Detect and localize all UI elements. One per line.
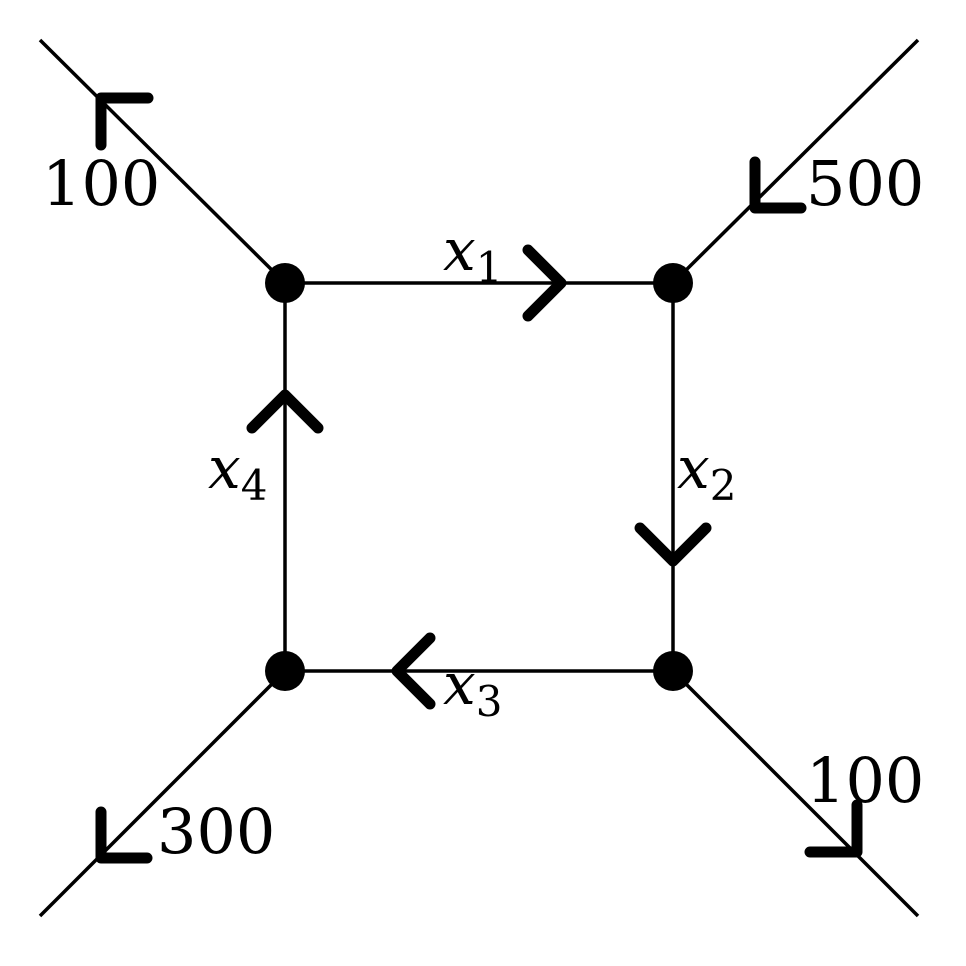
arrow-top-right-inward <box>749 156 807 214</box>
arrow-top-left-outward <box>95 92 154 151</box>
variable-label-x1: x1 <box>443 216 502 292</box>
edge-top-left-external <box>38 38 287 285</box>
arrow-bottom-right-outward <box>804 799 863 858</box>
variable-label-x3: x3 <box>443 650 502 726</box>
arrow-x3-left <box>391 632 436 710</box>
node-top-left <box>265 263 305 303</box>
arrow-x2-down <box>634 522 712 567</box>
edge-bottom-right-external <box>671 669 920 918</box>
node-bottom-right <box>653 651 693 691</box>
edge-top-right-external <box>671 38 920 285</box>
flow-label-bottom-right: 100 <box>806 744 924 817</box>
flow-label-bottom-left: 300 <box>157 795 275 868</box>
arrow-x1-right <box>522 244 567 322</box>
node-top-right <box>653 263 693 303</box>
flow-label-top-left: 100 <box>42 147 160 220</box>
edge-bottom-left-external <box>38 669 287 918</box>
flow-label-top-right: 500 <box>806 147 924 220</box>
arrow-x4-up <box>246 389 324 434</box>
arrow-bottom-left-outward <box>95 806 153 864</box>
variable-label-x2: x2 <box>677 434 736 510</box>
variable-label-x4: x4 <box>208 434 267 510</box>
node-bottom-left <box>265 651 305 691</box>
